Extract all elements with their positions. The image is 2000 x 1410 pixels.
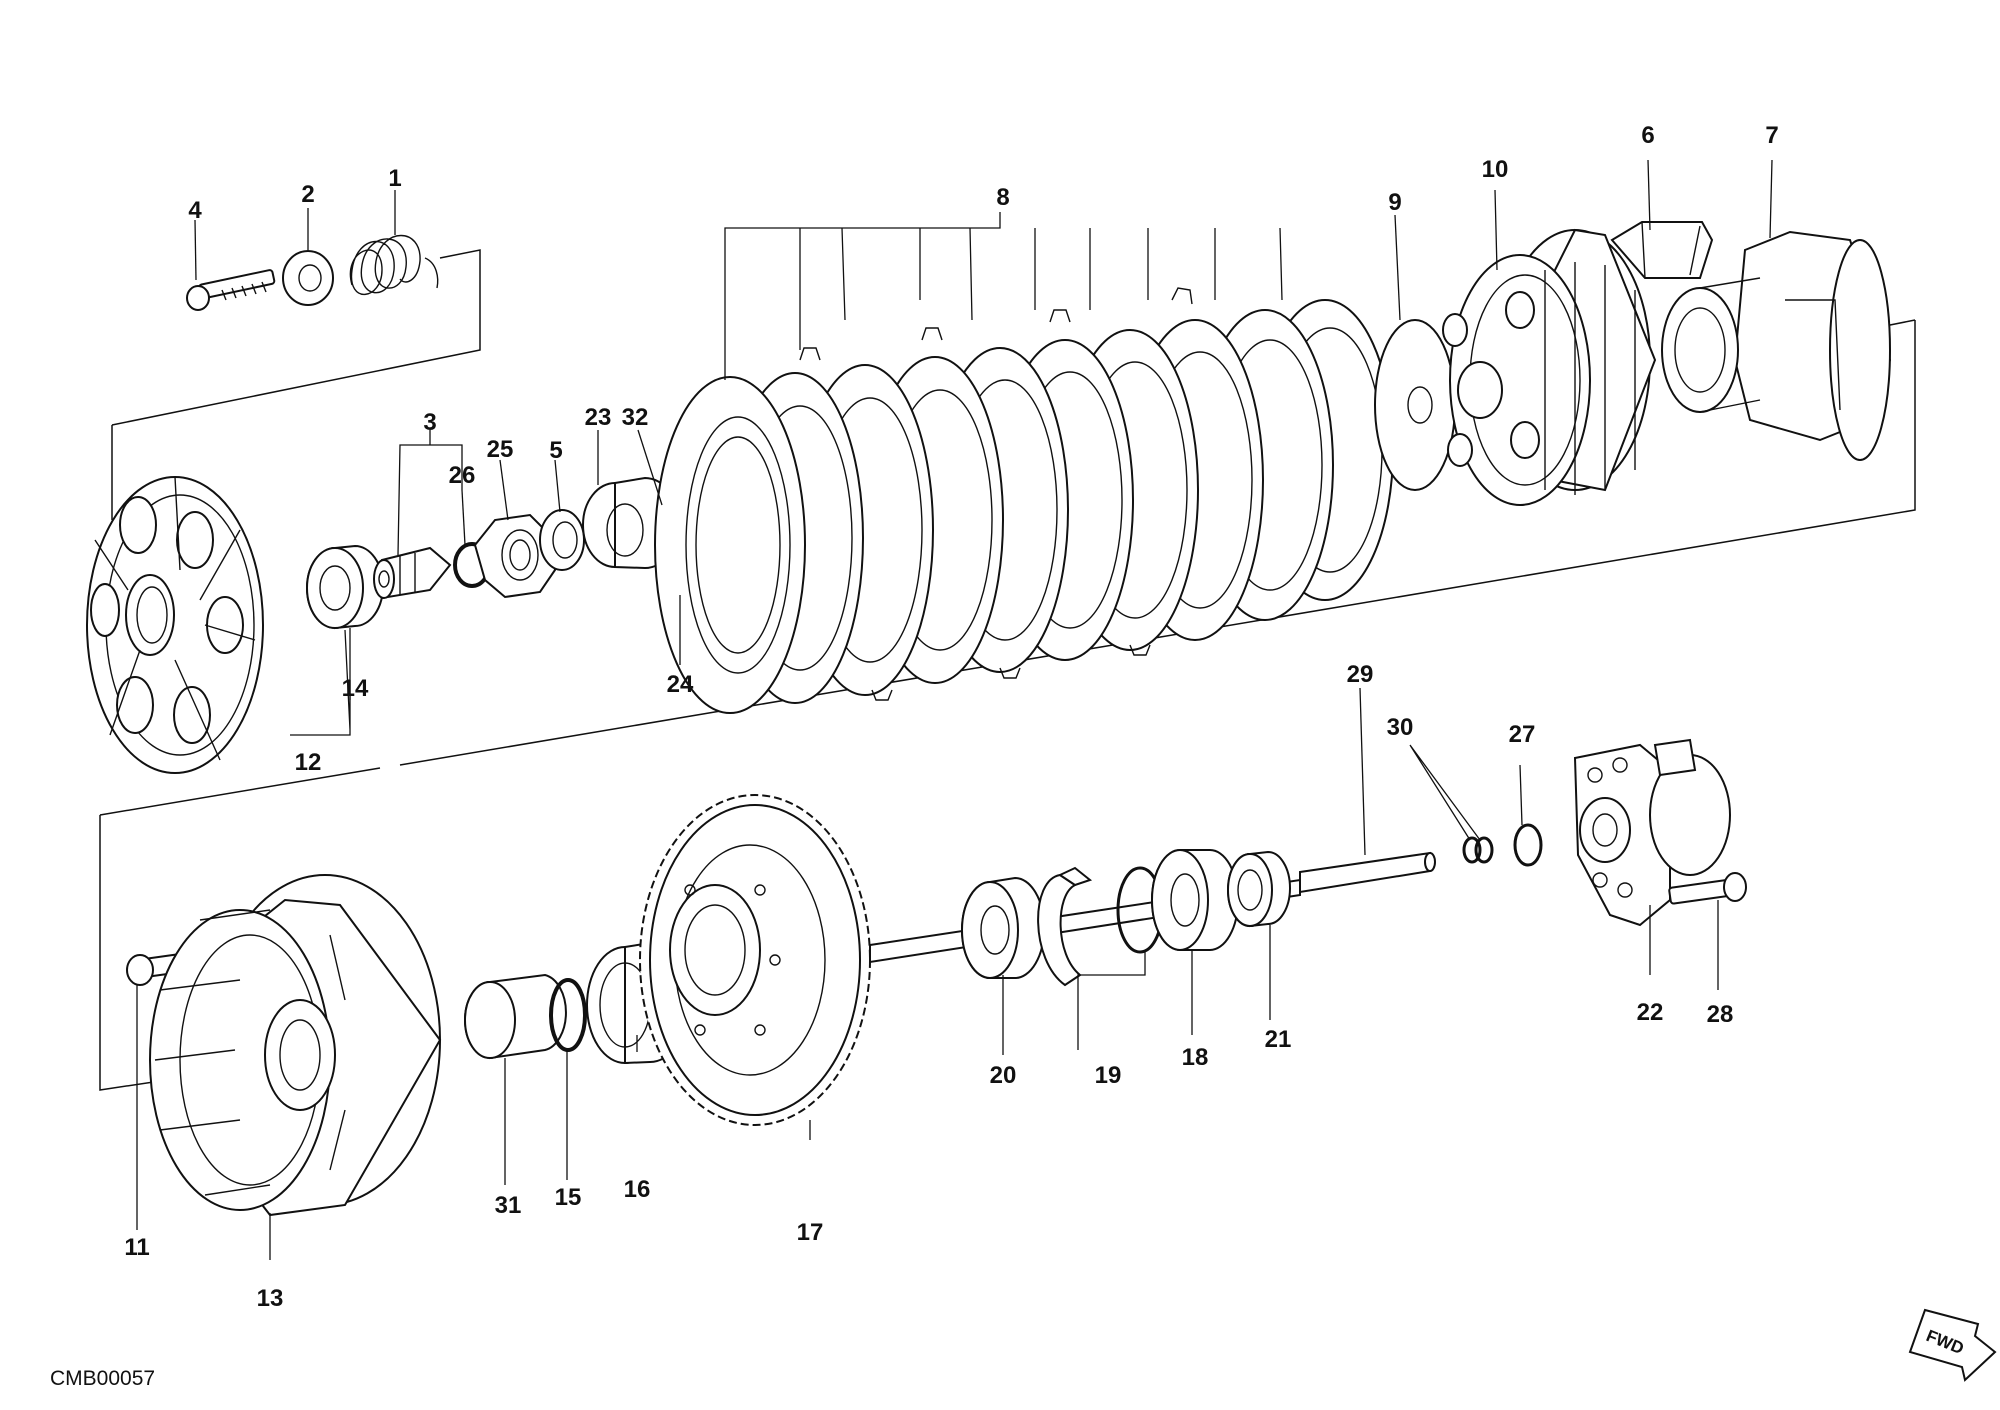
callout-28: 28 [1707,1001,1734,1028]
bush-part-31 [464,973,567,1060]
callout-9: 9 [1388,189,1401,216]
slave-cylinder-part-22 [1573,738,1731,927]
circlip-part-27 [1513,823,1543,867]
callout-5: 5 [549,437,562,464]
callout-21: 21 [1265,1026,1292,1053]
callout-15: 15 [555,1184,582,1211]
callout-1: 1 [388,165,401,192]
callout-25: 25 [487,436,514,463]
washer-part-2 [282,250,334,306]
rings-part-30 [1462,836,1494,864]
callout-14: 14 [342,675,369,702]
spring-plate-part-9 [1374,319,1456,491]
callout-8: 8 [996,184,1009,211]
bearing-part-20 [961,876,1046,979]
clutch-basket-part-13 [149,874,442,1217]
callout-23: 23 [585,404,612,431]
pushrod-tip-part-3 [373,546,452,600]
callout-18: 18 [1182,1044,1209,1071]
bearing-part-14 [306,544,384,630]
callout-17: 17 [797,1219,824,1246]
callout-29: 29 [1347,661,1374,688]
callout-4: 4 [188,197,202,224]
callout-24: 24 [667,671,694,698]
callout-20: 20 [990,1062,1017,1089]
cover-housing-part-7 [1661,230,1892,461]
clutch-plate-stack-part-8 [654,287,1394,714]
nut-part-25 [473,513,557,599]
callout-27: 27 [1509,721,1536,748]
callout-6: 6 [1641,122,1654,149]
bearing-part-18 [1151,849,1239,951]
callout-12: 12 [295,749,322,776]
callout-13: 13 [257,1285,284,1312]
forward-direction-arrow: FWD [1908,1308,1997,1382]
callout-10: 10 [1482,156,1509,183]
callout-32: 32 [622,404,649,431]
callout-7: 7 [1765,122,1778,149]
spring-part-1 [349,235,439,296]
bush-part-21 [1227,850,1291,928]
drawing-code: CMB00057 [50,1367,155,1390]
driven-gear-part-17 [639,794,871,1126]
bolt-part-28 [1668,872,1747,905]
callout-2: 2 [301,181,314,208]
screw-part-4 [186,269,276,311]
callout-19: 19 [1095,1062,1122,1089]
callout-16: 16 [624,1176,651,1203]
callout-11: 11 [124,1234,149,1261]
damper-part-6 [1610,221,1714,279]
callout-labels: 1 2 3 4 5 6 7 8 9 10 11 12 13 14 15 16 1… [124,122,1778,1312]
inner-hub-part-10 [1442,228,1657,506]
callout-26: 26 [449,462,476,489]
callout-3: 3 [423,409,436,436]
callout-31: 31 [495,1192,522,1219]
washer-part-5 [539,509,585,571]
pressure-plate-part-12 [86,476,264,774]
o-ring-part-15 [549,978,587,1052]
leader-lines [136,159,1773,1260]
callout-22: 22 [1637,999,1664,1026]
callout-30: 30 [1387,714,1414,741]
